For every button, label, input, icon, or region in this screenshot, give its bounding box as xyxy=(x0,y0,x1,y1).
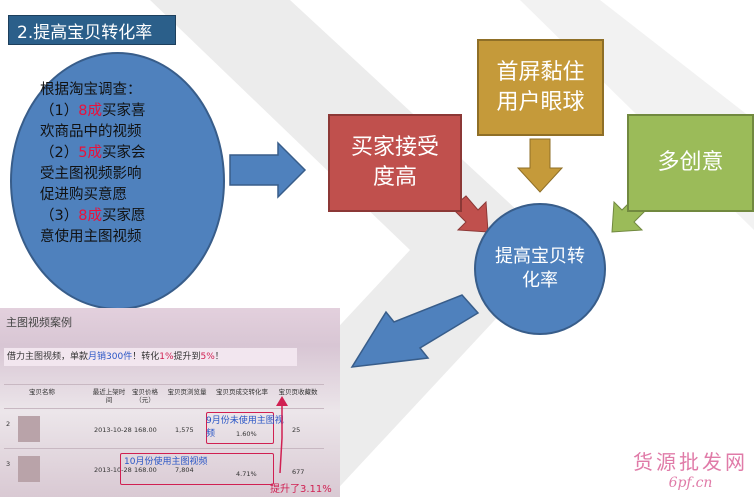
center-circle: 提高宝贝转化率 xyxy=(474,203,606,335)
row-1-favs: 25 xyxy=(292,426,301,434)
survey-item-3-cont: 意使用主图视频 xyxy=(40,229,142,245)
factor-box-creativity: 多创意 xyxy=(627,114,754,212)
row-2-rate: 4.71% xyxy=(236,470,257,478)
photo-annotation-arrow xyxy=(276,396,288,474)
survey-item-1: （1）8成买家喜 xyxy=(40,103,146,119)
survey-intro: 根据淘宝调查： xyxy=(40,82,142,98)
col-date: 最近上架时间 xyxy=(92,388,126,404)
survey-ellipse xyxy=(10,52,225,310)
survey-item-2-cont: 受主图视频影响 xyxy=(40,166,142,182)
arrow-down-left-icon xyxy=(350,294,480,368)
col-rate: 宝贝页成交转化率 xyxy=(216,388,268,396)
row-2-thumb xyxy=(18,456,40,482)
survey-item-1-cont: 欢商品中的视频 xyxy=(40,124,142,140)
row-2-date: 2013-10-28 xyxy=(94,466,132,474)
col-views: 宝贝页浏览量 xyxy=(167,388,207,396)
survey-item-2-cont2: 促进购买意愿 xyxy=(40,187,127,203)
factor-box-acceptance: 买家接受度高 xyxy=(328,114,462,212)
row-2-price: 168.00 xyxy=(134,466,157,474)
row-1-thumb xyxy=(18,416,40,442)
survey-text: 根据淘宝调查： （1）8成买家喜 欢商品中的视频 （2）5成买家会 受主图视频影… xyxy=(40,80,210,248)
row-2-views: 7,804 xyxy=(175,466,194,474)
row-2-favs: 677 xyxy=(292,468,305,476)
row-1-index: 2 xyxy=(6,420,11,428)
row-2-note: 10月份使用主图视频 xyxy=(124,457,208,467)
row-1-rate: 1.60% xyxy=(236,430,257,438)
row-1-price: 168.00 xyxy=(134,426,157,434)
case-study-photo: 主图视频案例 借力主图视频，单款月销300件！转化1%提升到5%！ 宝贝名称 最… xyxy=(0,308,340,497)
photo-banner: 借力主图视频，单款月销300件！转化1%提升到5%！ xyxy=(4,348,297,366)
watermark-line-1: 货源批发网 xyxy=(633,450,748,474)
row-1-note: 9月份未使用主图视频 xyxy=(206,416,284,439)
slide-title: 2.提高宝贝转化率 xyxy=(8,15,176,45)
factor-box-first-screen: 首屏黏住用户眼球 xyxy=(477,39,604,136)
col-price: 宝贝价格（元） xyxy=(132,388,158,404)
watermark: 货源批发网 6pf.cn xyxy=(633,446,748,491)
watermark-line-2: 6pf.cn xyxy=(668,475,713,491)
row-1-date: 2013-10-28 xyxy=(94,426,132,434)
photo-callout: 提升了3.11% xyxy=(270,484,332,495)
row-2-index: 3 xyxy=(6,460,11,468)
photo-title: 主图视频案例 xyxy=(6,316,72,329)
arrow-down-icon xyxy=(516,138,564,193)
col-name: 宝贝名称 xyxy=(29,388,55,396)
arrow-right-icon xyxy=(229,141,307,199)
col-favs: 宝贝页收藏数 xyxy=(278,388,318,396)
survey-item-2: （2）5成买家会 xyxy=(40,145,146,161)
survey-item-3: （3）8成买家愿 xyxy=(40,208,146,224)
row-1-views: 1,575 xyxy=(175,426,194,434)
